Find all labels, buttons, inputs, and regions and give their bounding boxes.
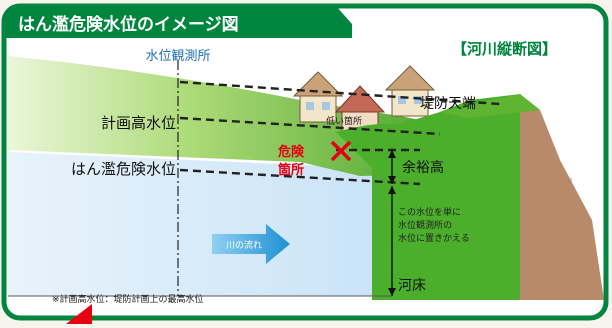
levee-body xyxy=(336,94,520,300)
margin-height-bracket xyxy=(388,150,396,184)
footnote: ※計画高水位：堤防計画上の最高水位 xyxy=(52,293,204,305)
danger-point-label-2: 箇所 xyxy=(278,162,304,178)
explanation-line-3: 水位に置きかえる xyxy=(398,232,470,244)
observation-station-label: 水位観測所 xyxy=(145,49,210,64)
flood-danger-line xyxy=(179,168,421,186)
levee-slope xyxy=(8,56,420,176)
levee-soil xyxy=(520,94,604,300)
riverbed-bracket xyxy=(388,186,396,296)
flood-danger-level-label: はん濫危険水位 xyxy=(71,160,176,178)
danger-x-icon xyxy=(330,140,352,162)
diagram-title: はん濫危険水位のイメージ図 xyxy=(18,14,239,35)
flow-arrow-icon xyxy=(212,224,290,264)
flow-label: 川の流れ xyxy=(226,239,262,251)
house-icon xyxy=(292,71,344,123)
planned-high-water-label: 計画高水位 xyxy=(101,114,176,132)
levee-top xyxy=(440,94,540,118)
explanation-line-2: 水位観測所の xyxy=(398,219,452,231)
explanation-line-1: この水位を単に xyxy=(398,206,461,218)
low-point-label: 低い箇所 xyxy=(326,115,362,127)
margin-height-label: 余裕高 xyxy=(402,159,444,176)
levee-crown-label: 堤防天端 xyxy=(420,96,476,112)
corner-mark xyxy=(66,304,92,324)
section-label: 【河川縦断図】 xyxy=(452,40,557,58)
riverbed-label: 河床 xyxy=(398,278,426,294)
title-tab xyxy=(4,6,352,38)
house-icon xyxy=(384,65,436,117)
levee-crown-line xyxy=(179,80,501,106)
planned-high-water-line xyxy=(179,116,441,136)
danger-point-label-1: 危険 xyxy=(278,144,305,160)
